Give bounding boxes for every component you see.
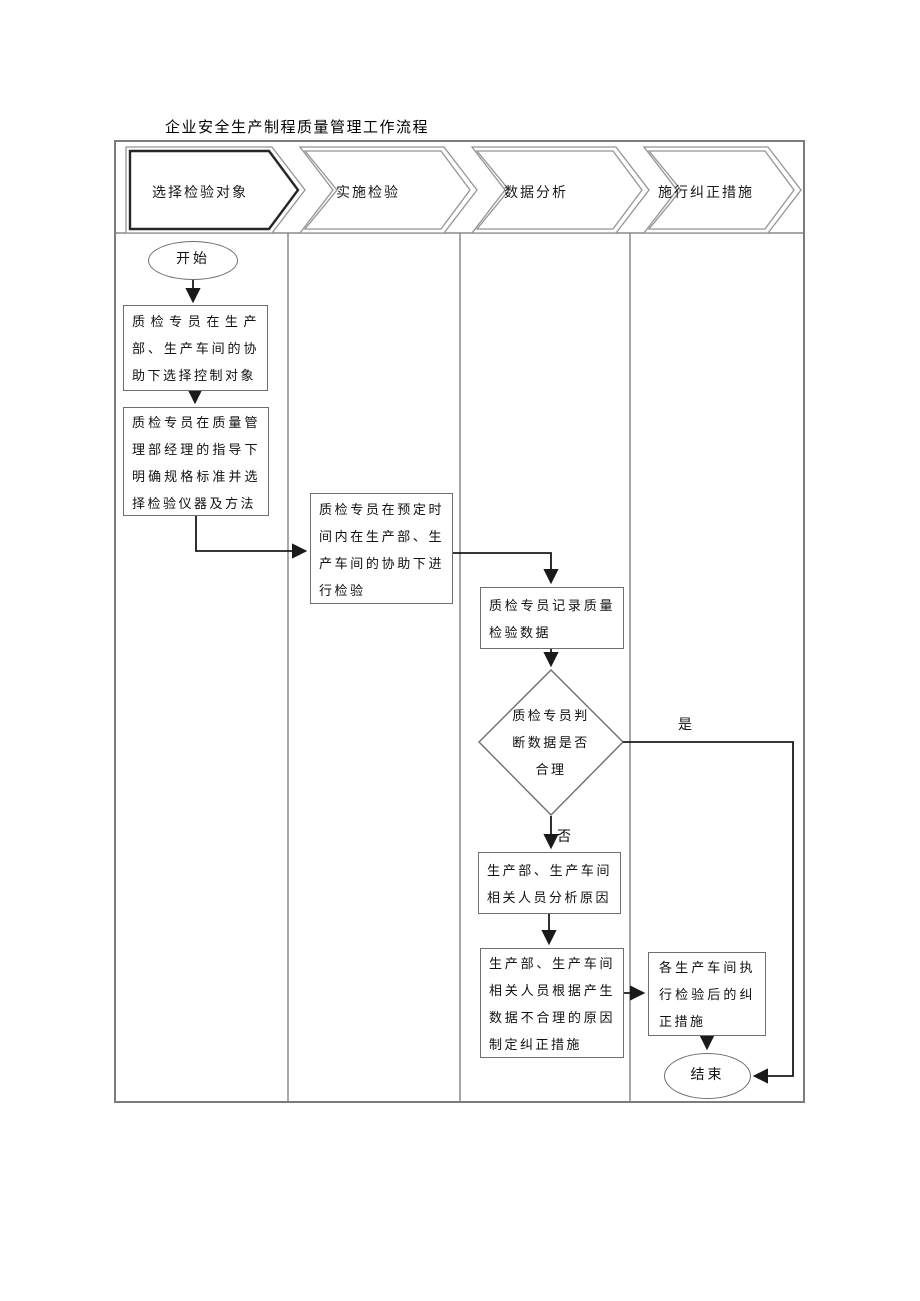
process-box-perform-inspection: 质检专员在预定时间内在生产部、生产车间的协助下进行检验 (310, 493, 453, 604)
stage-chevron-1-outer (125, 146, 306, 234)
stage-chevron-4-inner (647, 150, 795, 230)
branch-label-yes: 是 (678, 718, 693, 733)
stage-chevron-2-inner (303, 150, 471, 230)
stage-label-select-object: 选择检验对象 (152, 186, 248, 201)
stage-chevron-2-outer (298, 146, 478, 234)
end-terminator: 结束 (664, 1053, 751, 1099)
process-box-analyze-cause: 生产部、生产车间相关人员分析原因 (478, 852, 621, 914)
arrow-decision-yes-to-end (623, 741, 794, 1084)
process-box-make-corrective: 生产部、生产车间相关人员根据产生数据不合理的原因制定纠正措施 (480, 948, 624, 1058)
stage-label-data-analysis: 数据分析 (504, 186, 568, 201)
decision-diamond-shape (478, 669, 624, 816)
stage-chevron-3-inner (475, 150, 643, 230)
branch-label-no: 否 (557, 830, 572, 845)
arrow-inspection-to-record (453, 552, 559, 585)
process-box-select-control-object: 质检专员在生产部、生产车间的协助下选择控制对象 (123, 305, 268, 391)
stage-chevron-1-inner (128, 149, 300, 231)
process-box-execute-corrective: 各生产车间执行检验后的纠正措施 (648, 952, 766, 1036)
arrow-standard-to-inspection (195, 516, 308, 559)
process-box-define-standard: 质检专员在质量管理部经理的指导下明确规格标准并选择检验仪器及方法 (123, 407, 269, 516)
start-terminator: 开始 (148, 241, 238, 280)
diagram-frame (114, 140, 805, 1103)
stage-chevron-4-outer (642, 146, 802, 234)
stage-chevron-3-outer (470, 146, 650, 234)
stage-label-corrective-action: 施行纠正措施 (658, 186, 754, 201)
decision-judge-data: 质检专员判断数据是否合理 (512, 708, 590, 777)
diagram-title: 企业安全生产制程质量管理工作流程 (165, 120, 430, 136)
process-box-record-data: 质检专员记录质量检验数据 (480, 587, 624, 649)
stage-label-implement-inspection: 实施检验 (336, 186, 400, 201)
